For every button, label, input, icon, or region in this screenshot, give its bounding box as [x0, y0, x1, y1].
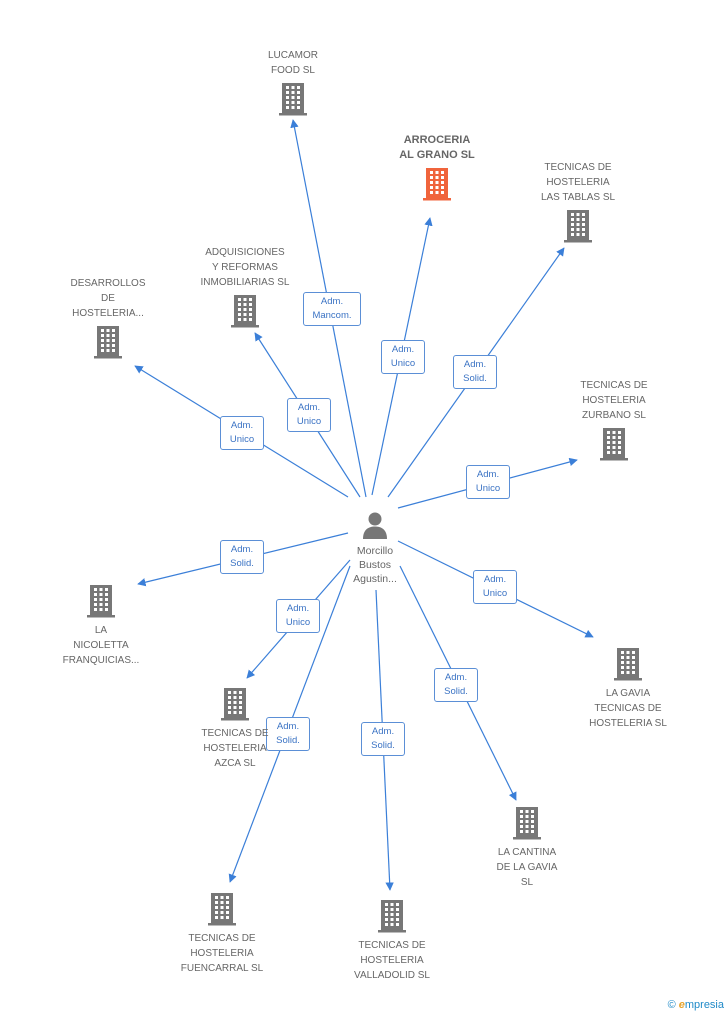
- company-node-azca[interactable]: TECNICAS DE HOSTELERIA AZCA SL: [165, 687, 305, 771]
- company-label: LA GAVIA TECNICAS DE HOSTELERIA SL: [589, 688, 667, 729]
- company-label: ADQUISICIONES Y REFORMAS INMOBILIARIAS S…: [200, 247, 290, 288]
- edge-label-cantina[interactable]: Adm. Solid.: [434, 668, 478, 702]
- company-node-arroceria[interactable]: ARROCERIA AL GRANO SL: [367, 133, 507, 206]
- company-node-nicoletta[interactable]: LA NICOLETTA FRANQUICIAS...: [31, 584, 171, 668]
- company-label: TECNICAS DE HOSTELERIA LAS TABLAS SL: [540, 162, 616, 203]
- company-node-lagavia[interactable]: LA GAVIA TECNICAS DE HOSTELERIA SL: [558, 647, 698, 731]
- building-icon: [562, 209, 594, 248]
- brand-initial: e: [678, 999, 685, 1011]
- company-label: LA CANTINA DE LA GAVIA SL: [496, 847, 558, 888]
- building-icon: [85, 584, 117, 623]
- company-node-zurbano[interactable]: TECNICAS DE HOSTELERIA ZURBANO SL: [544, 378, 684, 466]
- building-icon: [598, 427, 630, 466]
- company-node-adquisiciones[interactable]: ADQUISICIONES Y REFORMAS INMOBILIARIAS S…: [175, 245, 315, 333]
- company-label: TECNICAS DE HOSTELERIA ZURBANO SL: [580, 380, 648, 421]
- building-icon: [92, 325, 124, 364]
- brand-name: mpresia: [684, 999, 724, 1011]
- building-icon: [421, 167, 453, 206]
- company-label: ARROCERIA AL GRANO SL: [399, 134, 475, 161]
- edge-label-adquisiciones[interactable]: Adm. Unico: [287, 398, 331, 432]
- person-icon: [363, 512, 387, 539]
- edge-label-lucamor[interactable]: Adm. Mancom.: [303, 292, 361, 326]
- company-node-valladolid[interactable]: TECNICAS DE HOSTELERIA VALLADOLID SL: [322, 899, 462, 983]
- edge-label-fuencarral[interactable]: Adm. Solid.: [266, 717, 310, 751]
- building-icon: [511, 806, 543, 845]
- edge-label-lagavia[interactable]: Adm. Unico: [473, 570, 517, 604]
- building-icon: [376, 899, 408, 938]
- building-icon: [219, 687, 251, 726]
- edge-label-desarrollos[interactable]: Adm. Unico: [220, 416, 264, 450]
- company-node-desarrollos[interactable]: DESARROLLOS DE HOSTELERIA...: [38, 276, 178, 364]
- edge-label-valladolid[interactable]: Adm. Solid.: [361, 722, 405, 756]
- center-person-label: Morcillo Bustos Agustin...: [353, 545, 397, 585]
- edge-label-tablas[interactable]: Adm. Solid.: [453, 355, 497, 389]
- company-label: TECNICAS DE HOSTELERIA VALLADOLID SL: [354, 940, 430, 981]
- building-icon: [612, 647, 644, 686]
- company-node-cantina[interactable]: LA CANTINA DE LA GAVIA SL: [457, 806, 597, 890]
- company-label: LUCAMOR FOOD SL: [267, 50, 318, 76]
- edge-label-zurbano[interactable]: Adm. Unico: [466, 465, 510, 499]
- center-person-node[interactable]: Morcillo Bustos Agustin...: [325, 510, 425, 586]
- company-label: LA NICOLETTA FRANQUICIAS...: [62, 625, 140, 666]
- company-node-tablas[interactable]: TECNICAS DE HOSTELERIA LAS TABLAS SL: [508, 160, 648, 248]
- company-label: TECNICAS DE HOSTELERIA FUENCARRAL SL: [180, 933, 264, 974]
- building-icon: [206, 892, 238, 931]
- footer-brand: © empresia: [668, 999, 724, 1011]
- edge-label-azca[interactable]: Adm. Unico: [276, 599, 320, 633]
- building-icon: [277, 82, 309, 121]
- company-label: DESARROLLOS DE HOSTELERIA...: [70, 278, 146, 319]
- company-node-lucamor[interactable]: LUCAMOR FOOD SL: [223, 48, 363, 121]
- edge-label-nicoletta[interactable]: Adm. Solid.: [220, 540, 264, 574]
- copyright-symbol: ©: [667, 999, 676, 1011]
- edge-label-arroceria[interactable]: Adm. Unico: [381, 340, 425, 374]
- building-icon: [229, 294, 261, 333]
- company-node-fuencarral[interactable]: TECNICAS DE HOSTELERIA FUENCARRAL SL: [152, 892, 292, 976]
- company-label: TECNICAS DE HOSTELERIA AZCA SL: [201, 728, 269, 769]
